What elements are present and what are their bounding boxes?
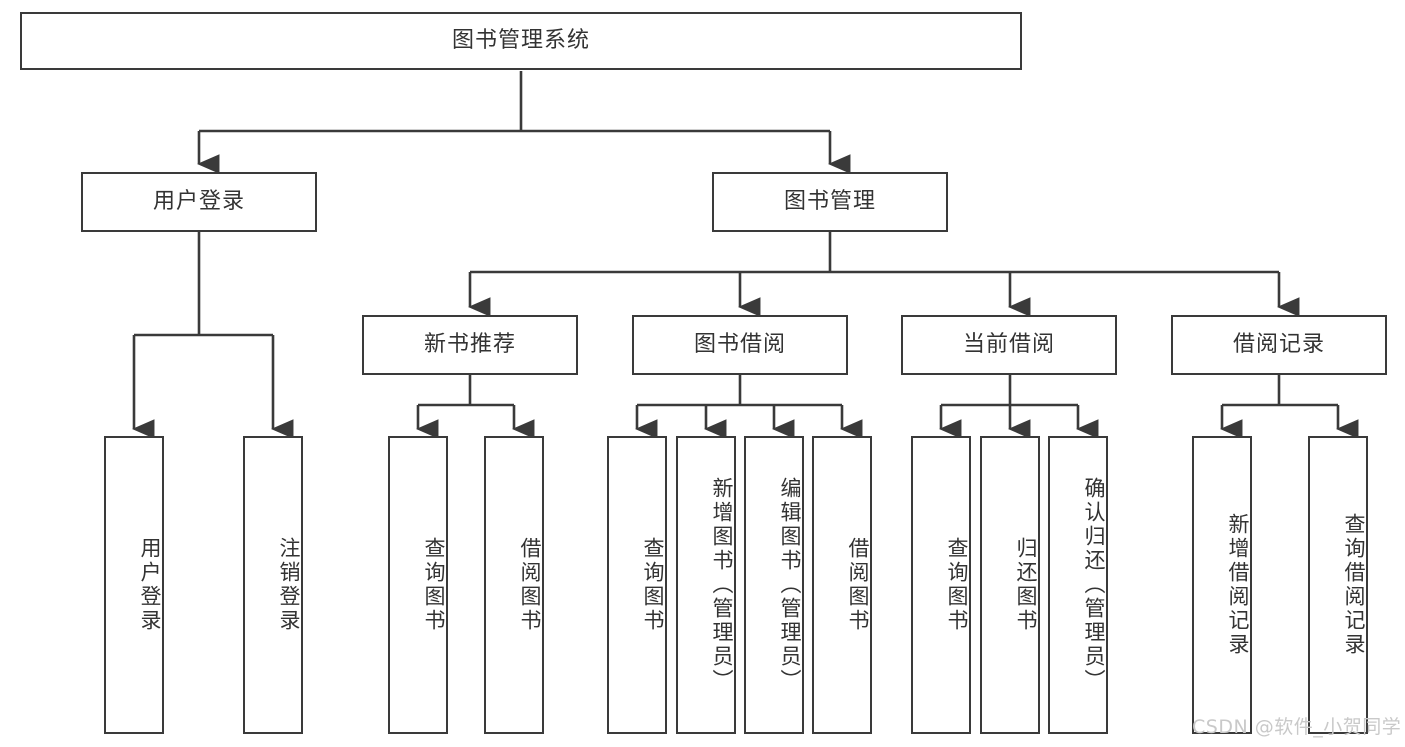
node-book-management[interactable]: 图书管理: [712, 172, 948, 232]
leaf-label: 借阅图书: [846, 537, 870, 633]
node-book-management-label: 图书管理: [783, 188, 876, 214]
node-book-borrow-label: 图书借阅: [693, 331, 786, 357]
leaf-user-login-signin[interactable]: 用户登录: [104, 436, 164, 734]
node-current-borrow-label: 当前借阅: [962, 331, 1055, 357]
leaf-label: 用户登录: [138, 537, 162, 633]
leaf-label: 查询图书: [422, 537, 446, 633]
leaf-label: 借阅图书: [518, 537, 542, 633]
node-borrow-records-label: 借阅记录: [1232, 331, 1325, 357]
node-current-borrow[interactable]: 当前借阅: [901, 315, 1117, 375]
leaf-label: 查询图书: [641, 537, 665, 633]
leaf-user-login-signout[interactable]: 注销登录: [243, 436, 303, 734]
leaf-label: 新增借阅记录: [1226, 513, 1250, 657]
leaf-label: 归还图书: [1014, 537, 1038, 633]
node-new-book-recommend-label: 新书推荐: [423, 331, 516, 357]
leaf-current-confirm-return-admin[interactable]: 确认归还（管理员）: [1048, 436, 1108, 734]
leaf-label: 查询借阅记录: [1342, 513, 1366, 657]
leaf-label: 查询图书: [945, 537, 969, 633]
leaf-borrow-edit-book-admin[interactable]: 编辑图书（管理员）: [744, 436, 804, 734]
leaf-records-query-record[interactable]: 查询借阅记录: [1308, 436, 1368, 734]
leaf-label: 编辑图书（管理员）: [778, 477, 802, 693]
leaf-borrow-add-book-admin[interactable]: 新增图书（管理员）: [676, 436, 736, 734]
leaf-new-book-query[interactable]: 查询图书: [388, 436, 448, 734]
node-book-borrow[interactable]: 图书借阅: [632, 315, 848, 375]
leaf-label: 确认归还（管理员）: [1082, 477, 1106, 693]
leaf-current-query-book[interactable]: 查询图书: [911, 436, 971, 734]
leaf-label: 新增图书（管理员）: [710, 477, 734, 693]
leaf-current-return-book[interactable]: 归还图书: [980, 436, 1040, 734]
leaf-borrow-query-book[interactable]: 查询图书: [607, 436, 667, 734]
leaf-borrow-borrow-book[interactable]: 借阅图书: [812, 436, 872, 734]
leaf-records-add-record[interactable]: 新增借阅记录: [1192, 436, 1252, 734]
node-root[interactable]: 图书管理系统: [20, 12, 1022, 70]
node-borrow-records[interactable]: 借阅记录: [1171, 315, 1387, 375]
leaf-new-book-borrow[interactable]: 借阅图书: [484, 436, 544, 734]
node-new-book-recommend[interactable]: 新书推荐: [362, 315, 578, 375]
node-root-label: 图书管理系统: [451, 27, 590, 53]
csdn-watermark: CSDN @软件_小贺同学: [1192, 716, 1402, 738]
node-user-login-label: 用户登录: [152, 188, 245, 214]
leaf-label: 注销登录: [277, 537, 301, 633]
node-user-login[interactable]: 用户登录: [81, 172, 317, 232]
